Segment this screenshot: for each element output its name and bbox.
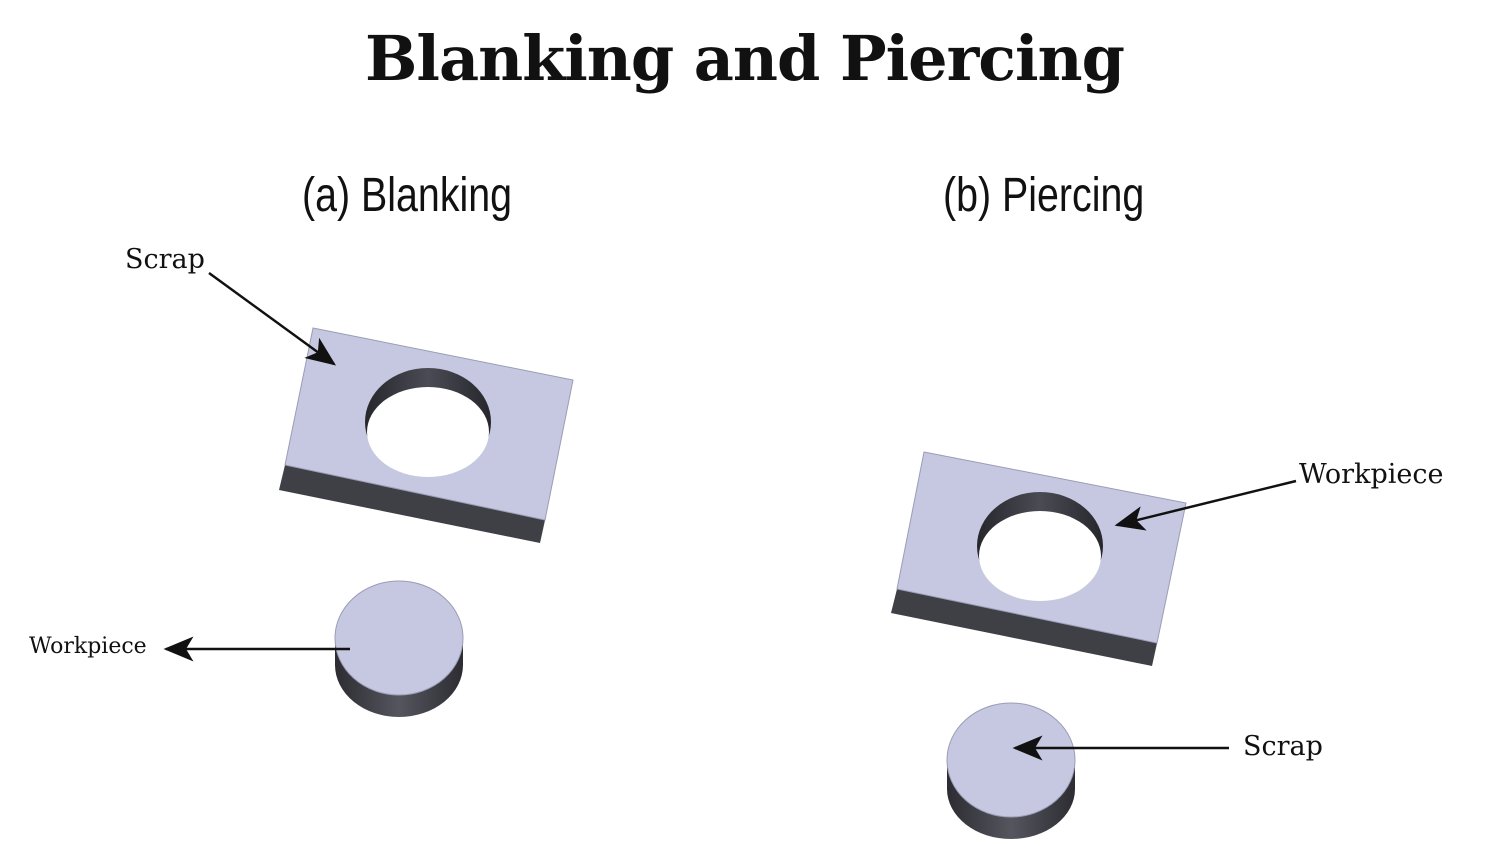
arrow-scrap-a xyxy=(208,271,337,366)
disc-top-face xyxy=(334,580,464,696)
piercing-workpiece-plate xyxy=(891,451,1187,666)
disc-top-face xyxy=(946,702,1076,818)
blanking-workpiece-disc xyxy=(334,580,464,717)
label-scrap-a: Scrap xyxy=(125,244,205,275)
label-scrap-b: Scrap xyxy=(1243,731,1323,762)
label-workpiece-a: Workpiece xyxy=(29,634,147,659)
plate-front-side xyxy=(891,589,1157,666)
blanking-heading: (a) Blanking xyxy=(302,169,513,222)
plate-hole xyxy=(367,387,489,477)
blanking-scrap-plate xyxy=(279,327,574,543)
piercing-heading: (b) Piercing xyxy=(943,169,1145,222)
plate-front-side xyxy=(279,465,545,543)
arrow-workpiece-b xyxy=(1114,479,1297,531)
plate-hole xyxy=(979,511,1101,601)
page-title: Blanking and Piercing xyxy=(365,22,1125,95)
label-workpiece-b: Workpiece xyxy=(1299,459,1444,490)
piercing-scrap-disc xyxy=(946,702,1076,839)
